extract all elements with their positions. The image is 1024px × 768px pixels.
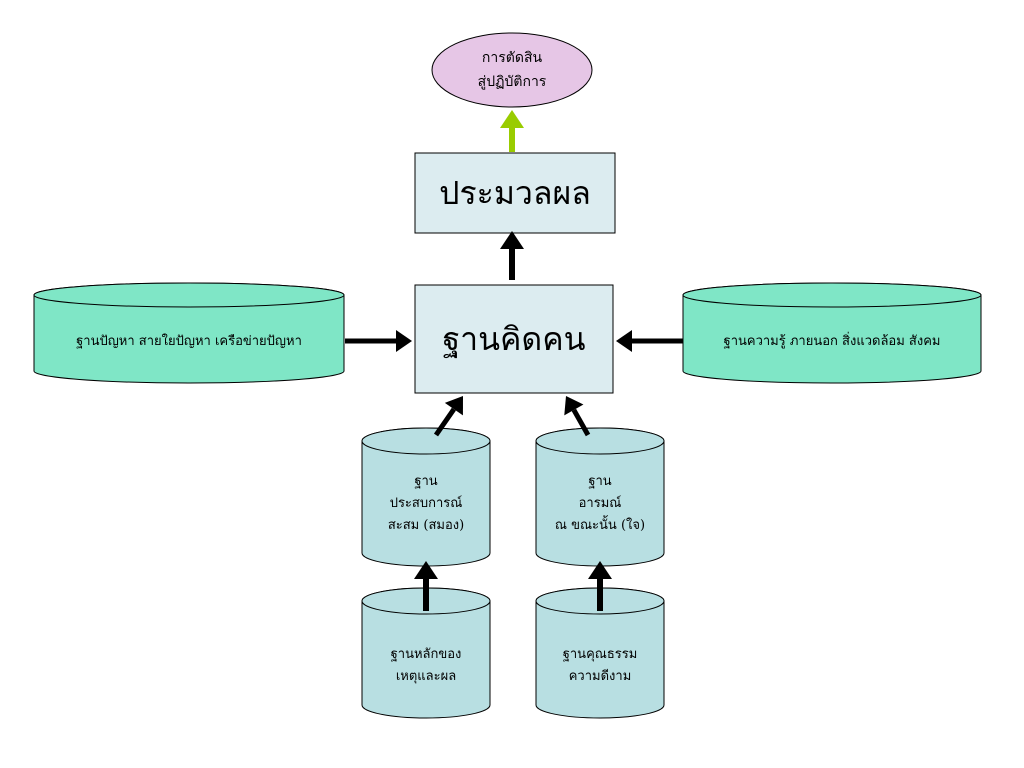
decision-arrow-head xyxy=(500,110,524,128)
decision-line-1: การตัดสิน xyxy=(481,50,543,66)
emotion-to-center-arrow xyxy=(564,396,591,437)
cause-effect-line-1: ฐานหลักของ xyxy=(390,647,462,662)
cause-effect-line-2: เหตุและผล xyxy=(395,669,457,684)
right-to-center-arrow xyxy=(616,330,683,352)
left-base-text: ฐานปัญหา สายใยปัญหา เครือข่ายปัญหา xyxy=(76,334,302,349)
experience-base-label: ฐาน ประสบการณ์ สะสม (สมอง) xyxy=(362,452,490,556)
experience-to-center-arrow xyxy=(433,396,463,437)
decision-ellipse xyxy=(431,32,593,108)
center-label: ฐานคิดคน xyxy=(442,320,586,358)
left-to-center-arrow xyxy=(345,330,412,352)
experience-base-cylinder xyxy=(361,427,491,567)
virtue-line-2: ความดีงาม xyxy=(568,669,632,684)
emotion-line-3: ณ ขณะนั้น (ใจ) xyxy=(554,518,646,533)
center-box xyxy=(414,284,614,394)
experience-line-3: สะสม (สมอง) xyxy=(387,518,465,533)
cause-effect-base-label: ฐานหลักของ เหตุและผล xyxy=(362,628,490,704)
decision-line-2: สู่ปฏิบัติการ xyxy=(477,74,547,90)
experience-base-cylinder-top xyxy=(361,427,491,455)
process-label: ประมวลผล xyxy=(439,174,591,212)
process-box xyxy=(414,152,616,234)
emotion-base-cylinder xyxy=(535,427,665,567)
decision-arrow xyxy=(500,110,524,152)
process-box-label: ประมวลผล xyxy=(415,153,615,233)
virtue-to-emotion-arrow-head xyxy=(588,561,612,579)
right-to-center-arrow-head xyxy=(616,330,632,352)
right-base-text: ฐานความรู้ ภายนอก สิ่งแวดล้อม สังคม xyxy=(723,334,941,349)
emotion-base-cylinder-top xyxy=(535,427,665,455)
cause-effect-to-experience-arrow-head xyxy=(414,561,438,579)
left-base-cylinder-top xyxy=(33,282,345,308)
emotion-line-2: อารมณ์ xyxy=(578,496,622,511)
right-base-cylinder xyxy=(682,282,982,384)
left-base-cylinder xyxy=(33,282,345,384)
virtue-line-1: ฐานคุณธรรม xyxy=(562,647,638,662)
virtue-to-emotion-arrow xyxy=(588,561,612,611)
decision-ellipse-label: การตัดสิน สู่ปฏิบัติการ xyxy=(432,32,592,108)
right-base-label: ฐานความรู้ ภายนอก สิ่งแวดล้อม สังคม xyxy=(683,318,981,366)
left-to-center-arrow-head xyxy=(396,330,412,352)
emotion-to-center-arrow-shaft xyxy=(571,408,591,437)
right-base-cylinder-top xyxy=(682,282,982,308)
experience-line-2: ประสบการณ์ xyxy=(389,496,463,511)
experience-line-1: ฐาน xyxy=(414,474,438,489)
experience-to-center-arrow-shaft xyxy=(433,407,456,437)
experience-to-center-arrow-head xyxy=(444,396,463,416)
center-to-process-arrow xyxy=(500,231,524,280)
emotion-line-1: ฐาน xyxy=(588,474,612,489)
emotion-to-center-arrow-head xyxy=(564,396,584,416)
left-base-label: ฐานปัญหา สายใยปัญหา เครือข่ายปัญหา xyxy=(34,318,344,366)
virtue-base-label: ฐานคุณธรรม ความดีงาม xyxy=(536,628,664,704)
cause-effect-to-experience-arrow xyxy=(414,561,438,611)
emotion-base-label: ฐาน อารมณ์ ณ ขณะนั้น (ใจ) xyxy=(536,452,664,556)
center-to-process-arrow-head xyxy=(500,231,524,249)
center-box-label: ฐานคิดคน xyxy=(415,285,613,393)
